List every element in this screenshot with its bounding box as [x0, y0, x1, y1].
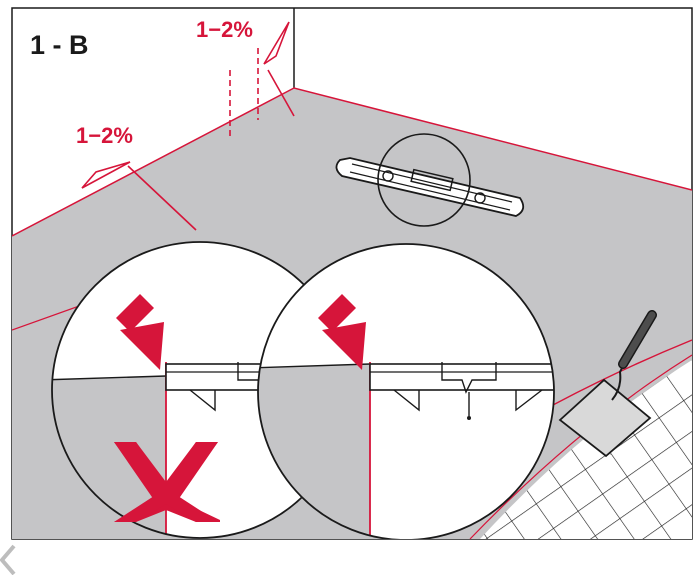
slope-pointer-floor — [127, 165, 197, 231]
slope-triangle-wall-icon — [263, 21, 290, 65]
drain-channel-icon — [335, 157, 525, 217]
red-arrow-icon — [116, 294, 164, 370]
detail-focus-circle — [377, 133, 471, 227]
slope-label-floor: 1−2% — [76, 123, 133, 148]
x-mark-icon — [114, 442, 220, 522]
trowel-icon — [558, 310, 657, 458]
slope-guide-solid — [267, 69, 295, 117]
slope-label-wall: 1−2% — [196, 17, 253, 42]
floor-edge-line — [12, 87, 692, 237]
tile-area — [480, 360, 692, 539]
slope-triangle-floor-icon — [81, 161, 131, 189]
step-label: 1 - B — [30, 30, 89, 60]
red-arrow-icon-right — [318, 294, 366, 370]
corner-bracket-icon — [0, 544, 16, 576]
detail-lens-correct — [257, 243, 555, 539]
